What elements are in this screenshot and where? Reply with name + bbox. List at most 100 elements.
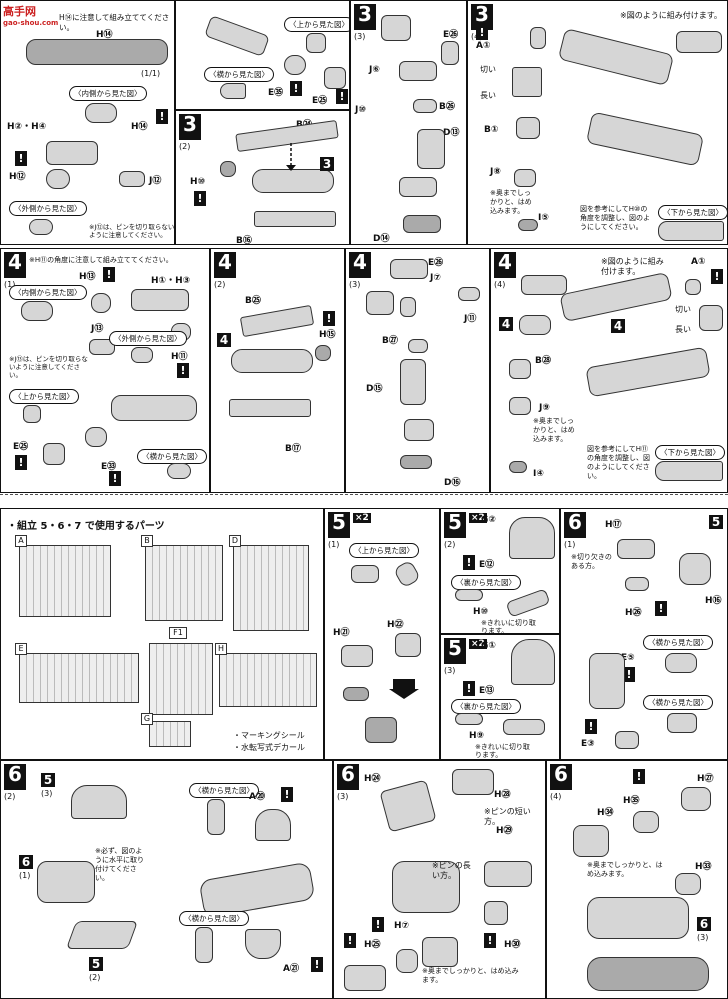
caution-icon: ! — [655, 601, 667, 616]
part-b16 — [254, 211, 336, 227]
part-j6 — [399, 61, 437, 81]
push-note: ※奥までしっかりと、はめ込みます。 — [490, 189, 532, 215]
part-h35 — [633, 811, 659, 833]
part-j10 — [399, 177, 437, 197]
fig-note: ※図のように組み付けます。 — [601, 257, 664, 276]
panel-step-6-3: 6 (3) H㉔ H㉘ ※ピンの短い方。 H㉙ ※ピンの長い方。 H⑦ ! H㉕… — [333, 760, 546, 999]
caution-icon: ! — [633, 769, 645, 784]
page-counter: (1/1) — [141, 69, 161, 78]
step-sub: (2) — [179, 142, 191, 151]
part-connector-a — [484, 861, 532, 887]
label-e25: E㉕ — [312, 96, 328, 106]
ref-step-sub: (3) — [697, 933, 709, 942]
part-e3 — [615, 731, 639, 749]
panel-step-2-cont-b: 〈上から見た図〉 〈横から見た図〉 E㉟ ! E㉕ ! — [175, 0, 350, 110]
part-body — [392, 861, 460, 913]
caution-icon: ! — [177, 363, 189, 378]
ref-step-bot: 5 — [89, 957, 103, 971]
part-e35 — [284, 55, 306, 75]
caution-icon: ! — [311, 957, 323, 972]
label-a1: A① — [691, 257, 706, 267]
part-e26 — [390, 259, 428, 279]
part-plate-left — [521, 275, 567, 295]
step-number: 3 — [179, 114, 201, 140]
part-runner — [26, 39, 168, 65]
panel-step-6-4: 6 (4) ! H㉗ H㉟ H㉞ ※奥までしっかりと、はめ込みます。 H㉝ 6 … — [546, 760, 728, 999]
part-e25 — [324, 67, 346, 89]
part-h16 — [679, 553, 711, 585]
part-h9 — [503, 719, 545, 735]
sheet-g — [149, 721, 191, 747]
step-sub: (3) — [337, 792, 349, 801]
part-e33 — [85, 427, 107, 447]
part-a1 — [530, 27, 546, 49]
part-h28-top — [452, 769, 494, 795]
label-j9: J⑨ — [539, 403, 550, 413]
outside-view-label: 〈外側から見た図〉 — [9, 201, 87, 216]
ref-step-2: 4 — [611, 319, 625, 333]
water-decal: ・水転写式デカール — [233, 743, 305, 752]
part-wedge — [65, 921, 139, 949]
pin-note: ※J⑬は、ピンを切り取らないように注意してください。 — [9, 355, 88, 379]
top-view-label: 〈上から見た図〉 — [9, 389, 79, 404]
label-h9: H⑨ — [469, 731, 485, 741]
label-e35: E㉟ — [268, 88, 284, 98]
arrow-down — [286, 143, 296, 171]
label-h33: H㉝ — [695, 862, 712, 872]
part-side-view — [167, 463, 191, 479]
step-number: 6 — [550, 764, 572, 790]
part-e12 — [455, 589, 483, 601]
label-e25: E㉕ — [13, 442, 29, 452]
part-d16 — [400, 455, 432, 469]
label-e13: E⑬ — [479, 686, 495, 696]
caution-icon: ! — [109, 471, 121, 486]
part-view-a — [366, 291, 394, 315]
part-a1-detail — [699, 305, 723, 331]
multiplier-badge: ×2 — [469, 513, 487, 523]
outside-view-label: 〈外側から見た図〉 — [109, 331, 187, 346]
label-d14: D⑭ — [373, 234, 390, 244]
sheet-h-label: H — [215, 643, 227, 655]
part-h21 — [341, 645, 373, 667]
caution-icon: ! — [323, 311, 335, 326]
label-h21: H㉑ — [333, 628, 350, 638]
part-leg-assembly — [587, 897, 689, 939]
part-h15 — [315, 345, 331, 361]
part-e25 — [43, 443, 65, 465]
long-label: 長い — [675, 325, 691, 334]
part-top-view — [306, 33, 326, 53]
label-e33: E㉝ — [101, 462, 117, 472]
part-result-a — [343, 687, 369, 701]
part-j8 — [514, 169, 536, 187]
step-number: 3 — [471, 4, 493, 30]
top-note: H⑭に注意して組み立ててください。 — [59, 13, 170, 32]
part-assembly — [557, 27, 675, 87]
part-h30 — [484, 901, 508, 925]
sheet-d-label: D — [229, 535, 241, 547]
label-h7: H⑦ — [394, 921, 410, 931]
label-h11: H⑪ — [171, 352, 188, 362]
step-sub: (4) — [550, 792, 562, 801]
angle-note: ※H⑪の角度に注意して組み立ててください。 — [29, 256, 173, 264]
part-j12 — [119, 171, 145, 187]
label-j8: J⑧ — [490, 167, 501, 177]
step-number: 5 — [444, 638, 466, 664]
long-label: 長い — [480, 91, 496, 100]
part-body — [37, 861, 95, 903]
step-sub: (2) — [444, 540, 456, 549]
step-sub: (1) — [4, 280, 16, 289]
part-d13 — [417, 129, 445, 169]
label-j12: J⑫ — [149, 176, 162, 186]
step-number: 4 — [494, 252, 516, 278]
part-main-body — [252, 169, 334, 193]
side-view-label: 〈横から見た図〉 — [204, 67, 274, 82]
part-side-view-2 — [195, 927, 213, 963]
panel-step-5-3: 5 ×2 (3) G① ! E⑬ 〈裏から見た図〉 H⑨ ※きれいに切り取ります… — [440, 634, 560, 760]
sheet-f1 — [149, 643, 213, 715]
step-number: 3 — [354, 4, 376, 30]
ref-step-mid-sub: (1) — [19, 871, 31, 880]
pin-short-note: ※ピンの短い方。 — [484, 807, 531, 826]
part-h25 — [396, 949, 418, 973]
part-assembly-2 — [585, 346, 711, 398]
back-view-label: 〈裏から見た図〉 — [451, 575, 521, 590]
